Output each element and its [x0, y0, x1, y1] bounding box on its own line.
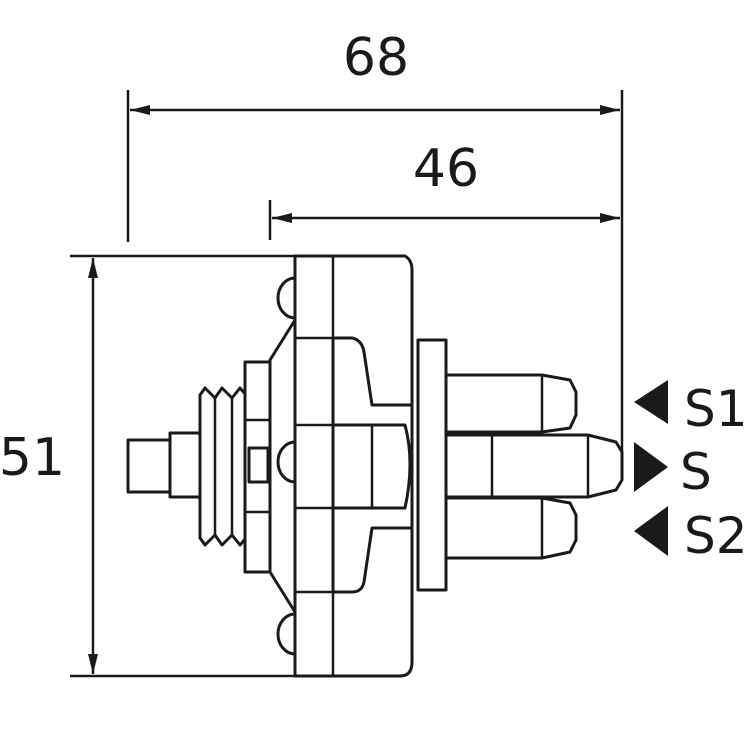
pin-s2 [444, 496, 578, 560]
bump-bottom [276, 612, 297, 656]
bump-top [276, 276, 297, 320]
dimension-51: 51 [0, 254, 295, 678]
connector-part [126, 254, 624, 678]
thread [198, 386, 248, 547]
svg-text:S1: S1 [684, 380, 748, 438]
pin-s1 [444, 373, 578, 434]
svg-text:S2: S2 [684, 507, 748, 565]
svg-text:S: S [680, 443, 712, 501]
label-s: S [634, 442, 712, 501]
contact-plate [416, 338, 448, 592]
dimension-68: 68 [126, 28, 624, 470]
nut-square [247, 446, 270, 484]
arrow-left-icon [634, 380, 668, 424]
bump-mid [276, 440, 297, 484]
label-s2: S2 [634, 506, 748, 565]
arrow-right-icon [634, 442, 668, 492]
arrow-left-icon [634, 506, 668, 556]
dimension-51-label: 51 [0, 428, 65, 488]
pin-s [444, 433, 624, 499]
dimension-46: 46 [268, 139, 620, 240]
label-s1: S1 [634, 380, 748, 438]
shaft-tip [126, 438, 174, 494]
dimension-68-label: 68 [343, 28, 409, 88]
shaft [168, 431, 204, 499]
dimension-46-label: 46 [413, 139, 479, 199]
